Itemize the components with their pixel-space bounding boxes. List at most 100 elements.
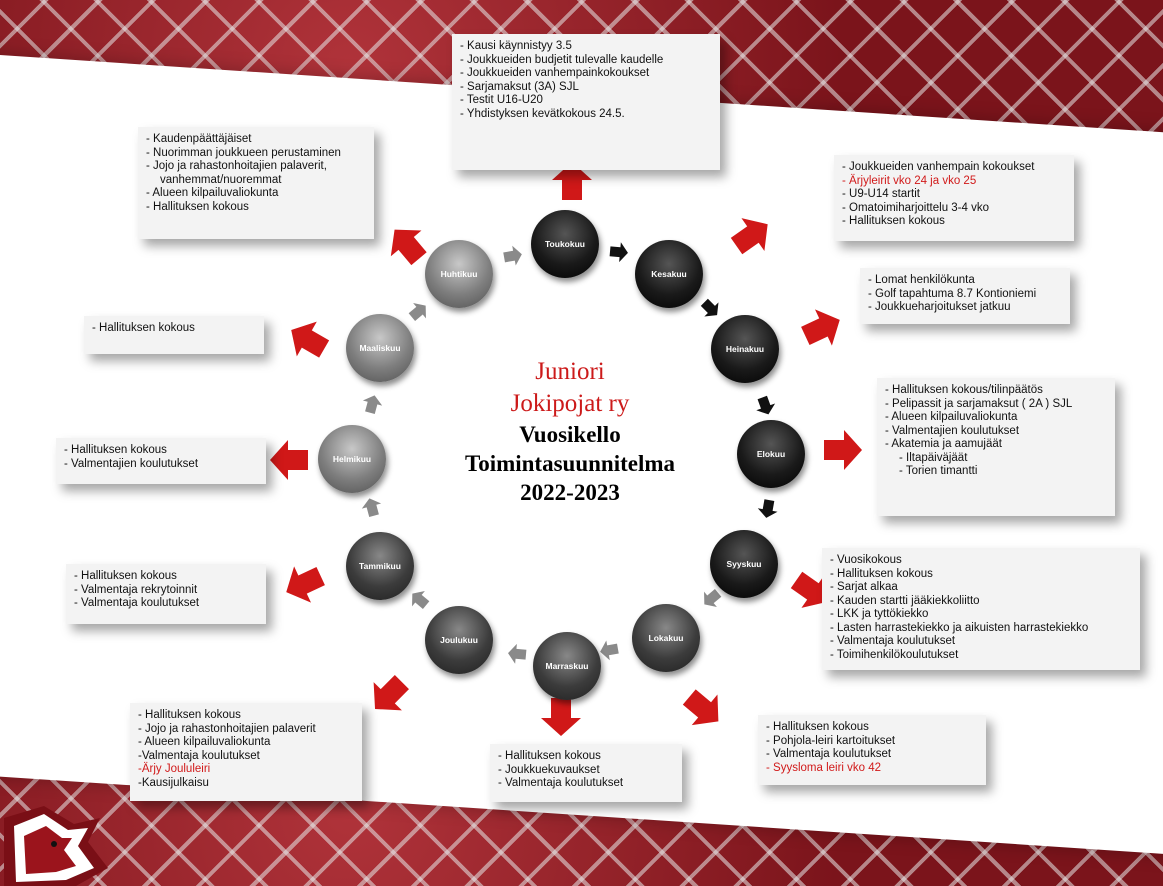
- month-syyskuu: Syyskuu: [710, 530, 778, 598]
- box-item: - Ärjyleirit vko 24 ja vko 25: [842, 174, 977, 187]
- box-kesakuu: - Joukkueiden vanhempain kokoukset - Ärj…: [834, 155, 1074, 241]
- box-item: - Hallituksen kokous: [64, 444, 167, 456]
- month-elokuu: Elokuu: [737, 420, 805, 488]
- box-heinakuu: - Lomat henkilökunta - Golf tapahtuma 8.…: [860, 268, 1070, 324]
- box-item: - Jojo ja rahastonhoitajien palaverit: [138, 722, 316, 735]
- month-heinakuu: Heinakuu: [711, 315, 779, 383]
- box-joulukuu: - Hallituksen kokous - Jojo ja rahastonh…: [130, 703, 362, 801]
- ring-arrow-july-aug: [752, 394, 778, 418]
- ring-arrow-mar-apr: [405, 297, 433, 325]
- month-label: Joulukuu: [440, 635, 478, 645]
- outward-arrow-january: [277, 557, 330, 611]
- box-item: - Sarjamaksut (3A) SJL: [460, 80, 579, 93]
- ring-arrow-aug-sep: [756, 498, 780, 520]
- month-label: Heinakuu: [725, 344, 765, 354]
- outward-arrow-october: [676, 681, 732, 737]
- month-label: Tammikuu: [359, 561, 401, 571]
- box-item: - Nuorimman joukkueen perustaminen: [146, 146, 341, 159]
- box-marraskuu: - Hallituksen kokous - Joukkuekuvaukset …: [490, 744, 682, 802]
- box-item: - Joukkueiden vanhempain kokoukset: [842, 161, 1035, 173]
- box-syyskuu: - Vuosikokous - Hallituksen kokous - Sar…: [822, 548, 1140, 670]
- month-marraskuu: Marraskuu: [533, 632, 601, 700]
- box-item: - Vuosikokous: [830, 554, 902, 566]
- month-label: Toukokuu: [545, 239, 585, 249]
- box-item: - LKK ja tyttökiekko: [830, 608, 929, 620]
- month-joulukuu: Joulukuu: [425, 606, 493, 674]
- month-tammikuu: Tammikuu: [346, 532, 414, 600]
- box-helmikuu: - Hallituksen kokous - Valmentajien koul…: [56, 438, 266, 484]
- box-item: - Alueen kilpailuvaliokunta: [138, 736, 271, 748]
- box-item: - Pohjola-leiri kartoitukset: [766, 734, 896, 747]
- box-item: - Golf tapahtuma 8.7 Kontioniemi: [868, 287, 1037, 300]
- month-label: Kesakuu: [651, 269, 687, 279]
- box-item: - Hallituksen kokous/tilinpäätös: [885, 384, 1043, 396]
- box-item: - Joukkueharjoitukset jatkuu: [868, 301, 1011, 313]
- box-item: - Hallituksen kokous: [138, 709, 241, 721]
- month-label: Helmikuu: [332, 454, 372, 464]
- ring-arrow-june-july: [697, 295, 725, 323]
- box-item: - Pelipassit ja sarjamaksut ( 2A ) SJL: [885, 397, 1073, 410]
- outward-arrow-november: [541, 698, 581, 736]
- box-item: - Hallituksen kokous: [498, 750, 601, 762]
- month-label: Elokuu: [756, 449, 786, 459]
- title-line-1: Juniori: [535, 358, 605, 385]
- title-line-2: Jokipojat ry: [510, 390, 630, 417]
- title-plan: Vuosikello Toimintasuunnitelma 2022-2023: [440, 420, 700, 507]
- month-maaliskuu: Maaliskuu: [346, 314, 414, 382]
- box-item: - Joukkueiden budjetit tulevalle kaudell…: [460, 53, 664, 66]
- box-item: - Testit U16-U20: [460, 94, 543, 106]
- month-kesakuu: Kesakuu: [635, 240, 703, 308]
- month-helmikuu: Helmikuu: [318, 425, 386, 493]
- outward-arrow-july: [796, 301, 849, 355]
- box-maaliskuu: - Hallituksen kokous: [84, 316, 264, 354]
- box-item: - Sarjat alkaa: [830, 581, 898, 593]
- box-item: - Valmentaja koulutukset: [498, 777, 624, 789]
- box-item: - Kauden startti jääkiekkoliitto: [830, 594, 980, 607]
- box-item: - Torien timantti: [899, 465, 978, 477]
- box-tammikuu: - Hallituksen kokous - Valmentaja rekryt…: [66, 564, 266, 624]
- outward-arrow-august: [824, 430, 862, 470]
- box-item: - Valmentaja koulutukset: [830, 635, 956, 647]
- month-label: Marraskuu: [545, 661, 589, 671]
- outward-arrow-february: [270, 440, 308, 480]
- center-title: Juniori Jokipojat ry Vuosikello Toiminta…: [440, 356, 700, 507]
- wolf-logo-icon: [4, 806, 108, 886]
- box-huhtikuu: - Kaudenpäättäjäiset - Nuorimman joukkue…: [138, 127, 374, 239]
- box-item: - Hallituksen kokous: [74, 570, 177, 582]
- box-item: -Valmentaja koulutukset: [138, 749, 260, 762]
- box-item: -Ärjy Joululeiri: [138, 763, 211, 775]
- ring-arrow-apr-may: [502, 244, 524, 268]
- box-item: - Akatemia ja aamujäät: [885, 438, 1002, 450]
- month-huhtikuu: Huhtikuu: [425, 240, 493, 308]
- box-item: - Valmentaja rekrytoinnit: [74, 583, 198, 596]
- month-label: Maaliskuu: [359, 343, 401, 353]
- box-toukokuu: - Kausi käynnistyy 3.5 - Joukkueiden bud…: [452, 34, 720, 170]
- ring-arrow-may-june: [609, 241, 629, 263]
- month-toukokuu: Toukokuu: [531, 210, 599, 278]
- box-item: - Hallituksen kokous: [146, 200, 249, 213]
- ring-arrow-oct-nov: [598, 638, 620, 662]
- box-item: - Valmentaja koulutukset: [74, 597, 200, 609]
- box-item: - Joukkueiden vanhempainkokoukset: [460, 67, 650, 79]
- ring-arrow-nov-dec: [507, 643, 527, 665]
- box-item: - Hallituksen kokous: [766, 721, 869, 733]
- ring-arrow-feb-mar: [360, 392, 385, 416]
- box-item: - Iltapäiväjäät: [899, 451, 968, 464]
- title-line-5: 2022-2023: [520, 480, 620, 505]
- box-item: vanhemmat/nuoremmat: [160, 173, 282, 186]
- title-organization: Juniori Jokipojat ry: [440, 356, 700, 420]
- box-item: - Syysloma leiri vko 42: [766, 761, 882, 774]
- box-item: - Valmentajien koulutukset: [64, 457, 199, 470]
- box-item: - Valmentaja koulutukset: [766, 748, 892, 760]
- title-line-3: Vuosikello: [519, 422, 621, 447]
- month-label: Huhtikuu: [440, 269, 478, 279]
- box-elokuu: - Hallituksen kokous/tilinpäätös - Pelip…: [877, 378, 1115, 516]
- box-item: - Hallituksen kokous: [830, 567, 933, 580]
- outward-arrow-march: [281, 312, 335, 367]
- box-item: - Omatoimiharjoittelu 3-4 vko: [842, 201, 989, 214]
- box-item: - Valmentajien koulutukset: [885, 424, 1020, 437]
- box-item: - Yhdistyksen kevätkokous 24.5.: [460, 107, 625, 120]
- month-lokakuu: Lokakuu: [632, 604, 700, 672]
- ring-arrow-dec-jan: [405, 585, 433, 613]
